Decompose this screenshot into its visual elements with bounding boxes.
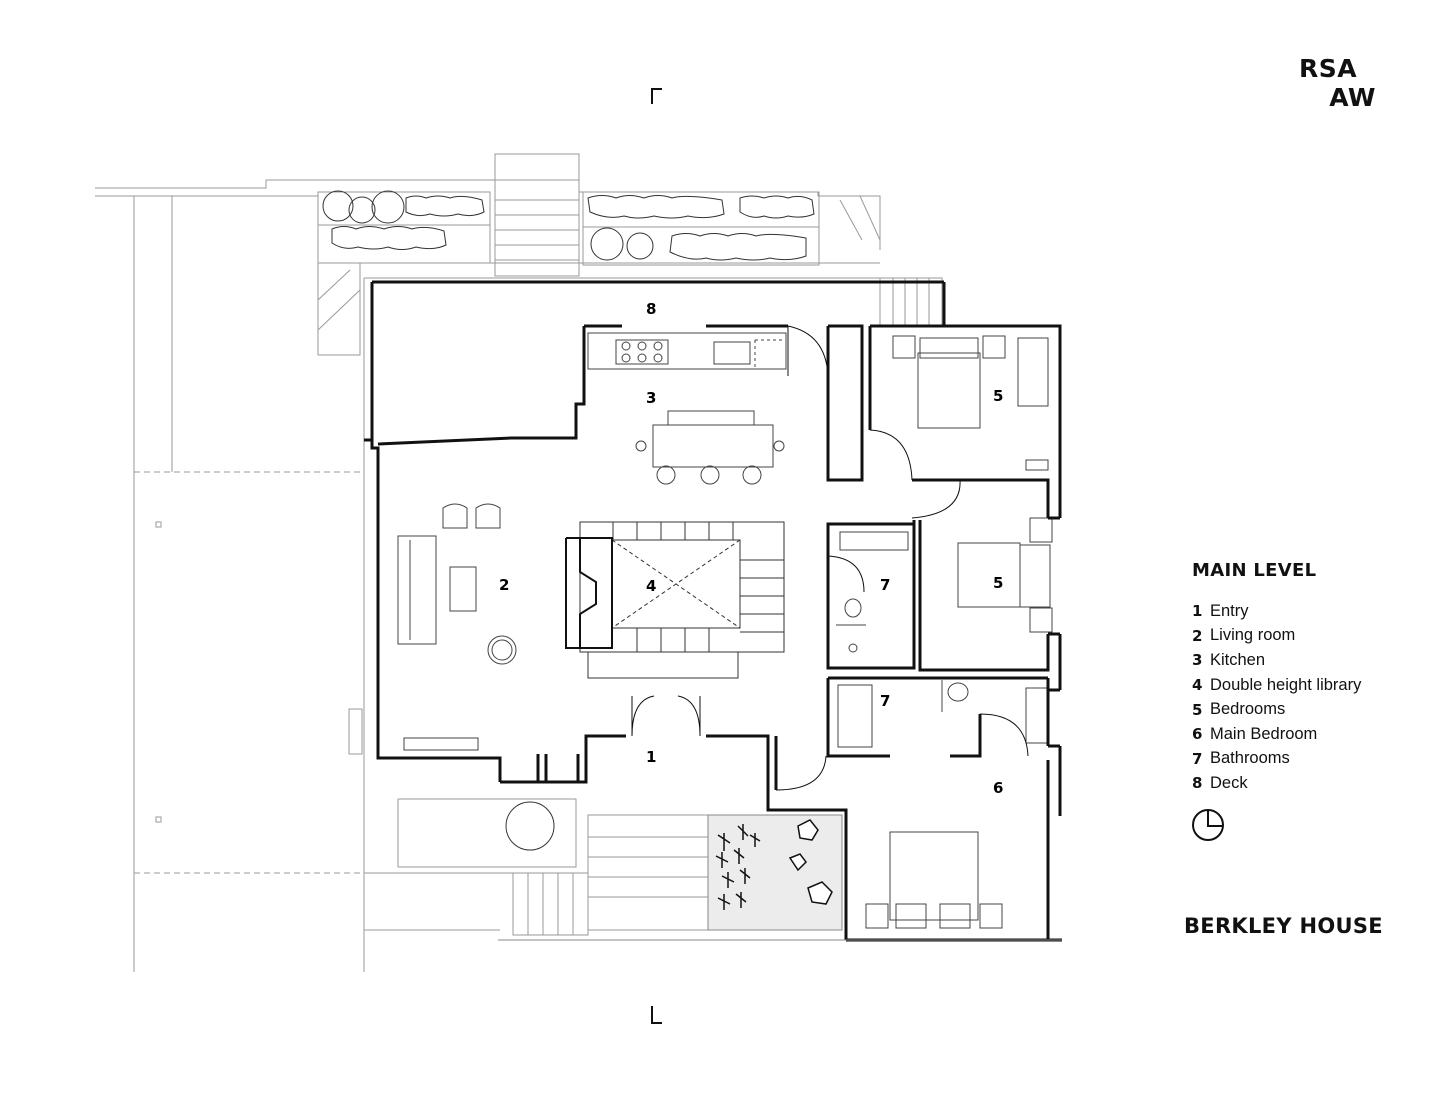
legend-number: 3 xyxy=(1192,651,1203,670)
section-marker-top xyxy=(651,88,662,104)
legend-item: 8 Deck xyxy=(1192,771,1361,796)
legend-label: Deck xyxy=(1210,773,1248,792)
firm-logo: RSA AW xyxy=(1290,54,1380,112)
room-label-bathroom-lower: 7 xyxy=(880,692,890,710)
legend-number: 1 xyxy=(1192,602,1203,621)
legend-number: 8 xyxy=(1192,774,1203,793)
fireplace xyxy=(565,537,613,649)
legend-item: 2 Living room xyxy=(1192,624,1361,649)
room-label-main-bedroom: 6 xyxy=(993,779,1003,797)
legend-item: 7 Bathrooms xyxy=(1192,747,1361,772)
room-label-bedroom-middle: 5 xyxy=(993,574,1003,592)
walls xyxy=(364,280,1062,942)
legend-item: 5 Bedrooms xyxy=(1192,697,1361,722)
legend-item: 6 Main Bedroom xyxy=(1192,722,1361,747)
legend-item: 1 Entry xyxy=(1192,599,1361,624)
legend-label: Main Bedroom xyxy=(1210,724,1318,743)
living-furniture xyxy=(397,503,517,751)
door-swings xyxy=(631,325,1029,791)
room-label-bedroom-upper: 5 xyxy=(993,387,1003,405)
room-label-kitchen: 3 xyxy=(646,389,656,407)
legend-item: 3 Kitchen xyxy=(1192,648,1361,673)
legend-label: Bathrooms xyxy=(1210,749,1290,768)
north-arrow-icon xyxy=(1192,809,1224,841)
legend-number: 7 xyxy=(1192,749,1203,768)
legend-number: 2 xyxy=(1192,626,1203,645)
logo-line-1: RSA xyxy=(1299,54,1358,83)
room-label-deck: 8 xyxy=(646,300,656,318)
room-label-living: 2 xyxy=(499,576,509,594)
bedroom-furniture xyxy=(865,335,1053,929)
room-label-bathroom-upper: 7 xyxy=(880,576,890,594)
kitchen-fixtures xyxy=(587,332,787,485)
site-context-lines xyxy=(95,153,943,972)
logo-line-2: AW xyxy=(1329,83,1376,112)
legend-number: 6 xyxy=(1192,725,1203,744)
legend-label: Entry xyxy=(1210,601,1249,620)
section-marker-bottom xyxy=(651,1006,662,1024)
library-shelves xyxy=(579,521,785,679)
legend-number: 5 xyxy=(1192,700,1203,719)
bathroom-fixtures xyxy=(836,531,969,748)
legend-list: 1 Entry 2 Living room 3 Kitchen 4 Double hei… xyxy=(1192,599,1361,796)
room-label-library: 4 xyxy=(646,577,656,595)
legend-label: Kitchen xyxy=(1210,650,1266,669)
legend-item: 4 Double height library xyxy=(1192,673,1361,698)
legend-label: Living room xyxy=(1210,626,1296,645)
legend-number: 4 xyxy=(1192,676,1203,695)
legend-label: Bedrooms xyxy=(1210,700,1286,719)
planter-shrubs xyxy=(322,190,815,851)
room-label-entry: 1 xyxy=(646,748,656,766)
legend-label: Double height library xyxy=(1210,675,1362,694)
legend-title: MAIN LEVEL xyxy=(1192,560,1317,581)
project-title: BERKLEY HOUSE xyxy=(1184,914,1383,938)
gravel-garden xyxy=(707,814,843,931)
